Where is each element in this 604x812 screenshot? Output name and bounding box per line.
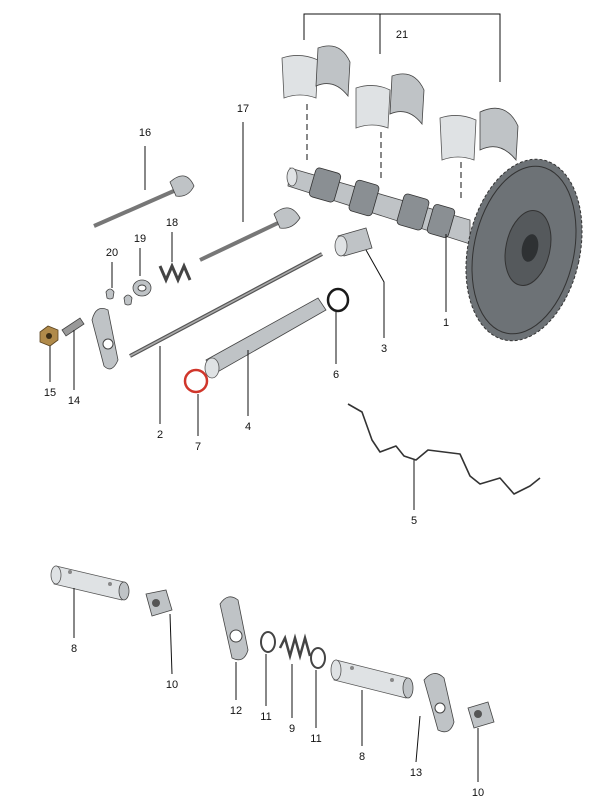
spacer-washer-11-left [260, 631, 276, 653]
bearing-shell-pair-right [439, 107, 519, 162]
callout-8-right: 8 [359, 751, 365, 763]
callout-11-right: 11 [310, 733, 321, 745]
callout-1: 1 [443, 317, 449, 329]
adjusting-nut [39, 325, 59, 347]
callout-3: 3 [381, 343, 387, 355]
valve-16 [93, 175, 195, 228]
callout-17: 17 [237, 103, 249, 115]
push-rod [129, 252, 323, 358]
callout-21: 21 [396, 29, 408, 41]
callout-18: 18 [166, 217, 178, 229]
callout-19: 19 [134, 233, 146, 245]
callout-4: 4 [245, 421, 251, 433]
valve-keepers [105, 288, 133, 306]
bearing-shell-pair-middle [355, 73, 425, 129]
callout-20: 20 [106, 247, 118, 259]
shaft-support-left [145, 589, 173, 617]
callout-14: 14 [68, 395, 80, 407]
callout-10-left: 10 [166, 679, 178, 691]
bearing-shell-pair-left [281, 45, 351, 99]
push-rod-tube [204, 297, 327, 379]
wire-retaining-clip [347, 403, 541, 495]
callout-7: 7 [195, 441, 201, 453]
valve-17 [199, 207, 301, 262]
callout-10-right: 10 [472, 787, 484, 799]
spring-retainer [132, 279, 152, 297]
adjusting-screw [61, 317, 85, 337]
o-ring-black [326, 287, 350, 313]
cam-bushing [334, 227, 373, 257]
callout-15: 15 [44, 387, 56, 399]
camshaft-gear [465, 158, 583, 342]
rocker-shaft-left [50, 565, 130, 601]
shaft-support-right [467, 701, 495, 729]
rocker-shaft-right [330, 659, 414, 699]
callout-12: 12 [230, 705, 242, 717]
rocker-shaft-spring [278, 633, 312, 661]
callout-9: 9 [289, 723, 295, 735]
rocker-arm-13 [423, 673, 455, 733]
callout-16: 16 [139, 127, 151, 139]
rocker-arm-12 [219, 596, 249, 661]
callout-13: 13 [410, 767, 422, 779]
callout-6: 6 [333, 369, 339, 381]
camshaft [286, 167, 471, 245]
callout-11-left: 11 [260, 711, 271, 723]
spacer-washer-11-right [310, 647, 326, 669]
callout-2: 2 [157, 429, 163, 441]
callout-5: 5 [411, 515, 417, 527]
o-ring-red [183, 368, 209, 394]
rocker-arm-upper [91, 307, 119, 370]
callout-8-left: 8 [71, 643, 77, 655]
bearing-shells: 21 [281, 13, 519, 198]
valve-spring [158, 262, 192, 284]
